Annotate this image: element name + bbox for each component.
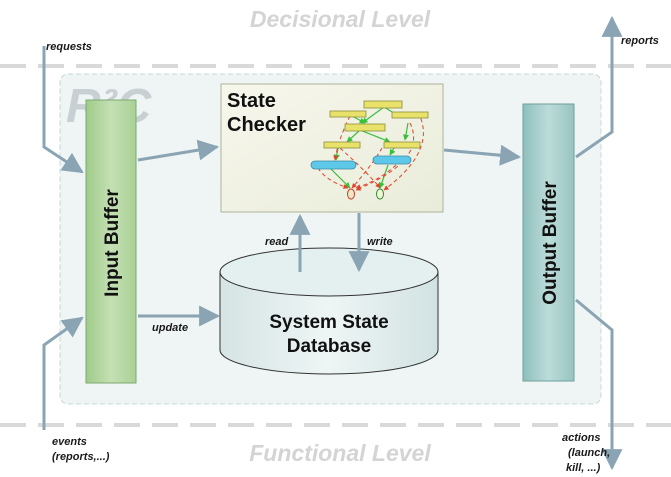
- events-arrow: [42, 316, 84, 430]
- actions-label-line1: actions: [562, 432, 601, 444]
- input-buffer-block: [85, 99, 137, 384]
- state-checker-label-line1: State: [227, 90, 276, 112]
- input-to-checker-arrow: [137, 139, 220, 162]
- events-label-line1: events: [52, 436, 87, 448]
- state-checker-graph: [310, 100, 429, 200]
- events-label-line2: (reports,...): [52, 451, 110, 463]
- reports-arrow: [575, 15, 623, 159]
- system-state-database: [219, 247, 439, 375]
- functional-level-label: Functional Level: [249, 440, 431, 466]
- input-buffer-label: Input Buffer: [102, 189, 123, 297]
- decisional-level-label: Decisional Level: [250, 6, 431, 32]
- actions-arrow: [575, 298, 623, 471]
- update-label: update: [152, 322, 188, 334]
- checker-to-output-arrow: [443, 144, 522, 166]
- actions-label-line2: (launch,: [568, 447, 610, 459]
- output-buffer-label: Output Buffer: [540, 181, 561, 305]
- database-label-line2: Database: [287, 336, 372, 357]
- read-label: read: [265, 236, 289, 248]
- database-label-line1: System State: [269, 312, 388, 333]
- output-buffer-block: [522, 103, 575, 382]
- requests-label: requests: [46, 41, 92, 53]
- state-checker-label-line2: Checker: [227, 114, 306, 136]
- actions-label-line3: kill, ...): [566, 462, 601, 474]
- reports-label: reports: [621, 35, 659, 47]
- requests-arrow: [42, 46, 84, 174]
- write-label: write: [367, 236, 393, 248]
- r2c-panel: [59, 73, 602, 405]
